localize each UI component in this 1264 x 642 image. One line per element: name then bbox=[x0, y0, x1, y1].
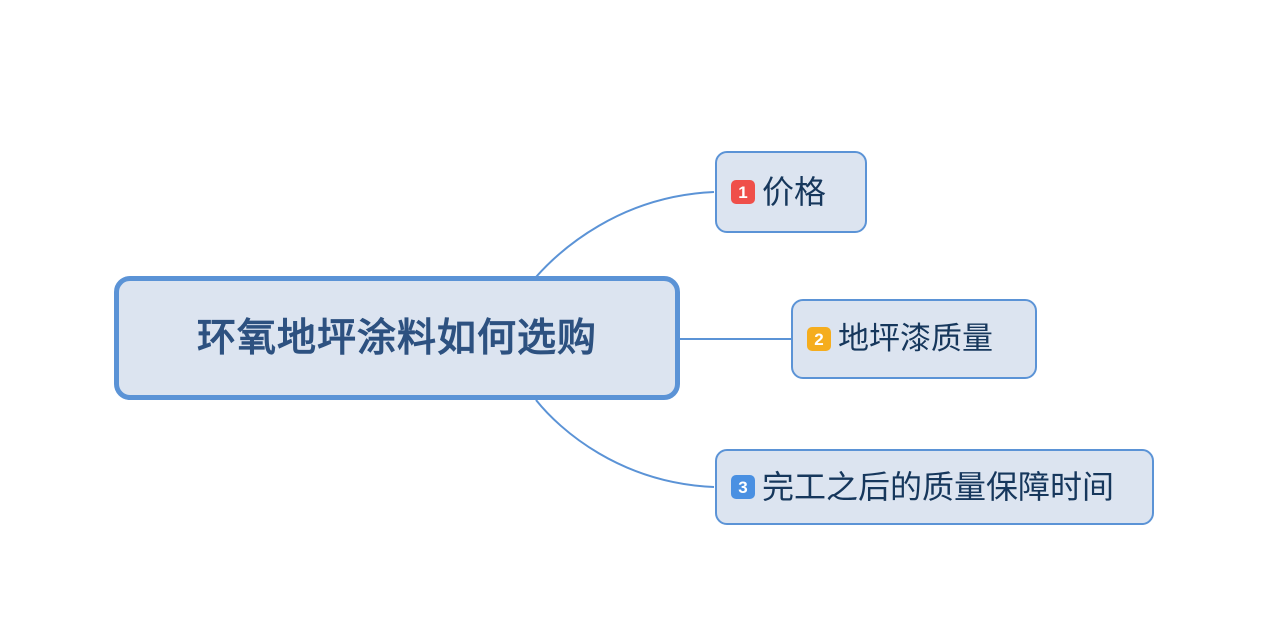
branch-label-3: 完工之后的质量保障时间 bbox=[762, 468, 1115, 506]
branch-badge-3: 3 bbox=[731, 475, 755, 499]
connector-root-to-branch-1 bbox=[535, 191, 715, 278]
branch-node-2[interactable]: 2 地坪漆质量 bbox=[791, 299, 1037, 379]
branch-node-3[interactable]: 3 完工之后的质量保障时间 bbox=[715, 449, 1154, 525]
root-node[interactable]: 环氧地坪涂料如何选购 bbox=[114, 276, 680, 400]
branch-badge-1: 1 bbox=[731, 180, 755, 204]
branch-label-2: 地坪漆质量 bbox=[838, 320, 993, 357]
root-node-label: 环氧地坪涂料如何选购 bbox=[196, 315, 597, 361]
branch-badge-2: 2 bbox=[807, 327, 831, 351]
connector-root-to-branch-3 bbox=[535, 399, 715, 488]
branch-node-1[interactable]: 1 价格 bbox=[715, 151, 867, 233]
branch-label-1: 价格 bbox=[762, 173, 827, 211]
